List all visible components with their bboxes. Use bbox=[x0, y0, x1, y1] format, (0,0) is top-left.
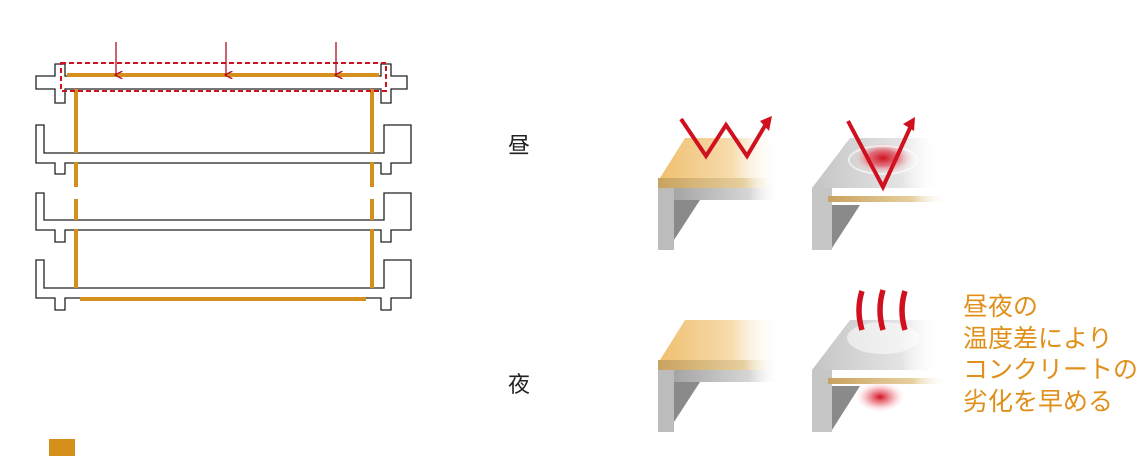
left-wall-insulation-4 bbox=[74, 229, 78, 288]
right-wall-insulation-4 bbox=[370, 229, 374, 288]
arrow-tip bbox=[760, 116, 772, 131]
arrow-tip bbox=[903, 117, 915, 131]
left-wall-insulation-3 bbox=[74, 199, 78, 220]
insulation-front-face bbox=[658, 360, 780, 370]
right-wall-insulation-3 bbox=[370, 199, 374, 220]
building-section bbox=[35, 63, 412, 311]
floor-slab-3 bbox=[35, 259, 412, 311]
note-line-2: 温度差により bbox=[963, 323, 1113, 353]
concrete-wall-face bbox=[658, 370, 674, 432]
roof-highlight-box bbox=[60, 62, 387, 92]
insulation-front-face bbox=[658, 178, 780, 188]
note-line-3: コンクリートの bbox=[963, 355, 1137, 384]
concrete-wall-face bbox=[658, 188, 674, 250]
heat-wave-icon bbox=[877, 289, 886, 331]
left-wall-insulation-1 bbox=[74, 89, 78, 153]
degradation-note: 昼夜の 温度差により コンクリートの 劣化を早める bbox=[963, 291, 1137, 417]
night-internal-insulation-corner bbox=[812, 289, 948, 432]
hot-spot-rim bbox=[848, 145, 918, 175]
floor-slab-1 bbox=[35, 124, 412, 175]
zigzag-reflection-arrow-icon bbox=[846, 120, 912, 192]
left-wall-insulation-2 bbox=[74, 162, 78, 187]
insulation-top-face bbox=[660, 320, 780, 360]
insulation-legend-swatch bbox=[49, 439, 75, 456]
note-line-4: 劣化を早める bbox=[963, 386, 1114, 416]
concrete-front-face bbox=[812, 188, 832, 250]
insulation-top-face bbox=[660, 138, 780, 178]
heat-wave-icon bbox=[856, 289, 908, 331]
inner-insulation-strip bbox=[828, 196, 948, 202]
day-internal-insulation-corner bbox=[812, 117, 948, 250]
day-external-insulation-corner bbox=[658, 116, 780, 250]
day-label: 昼 bbox=[508, 134, 531, 159]
inner-insulation-strip bbox=[828, 378, 948, 384]
heat-wave-icon bbox=[856, 290, 865, 331]
surface-glow bbox=[847, 322, 919, 354]
concrete-wall-inner bbox=[674, 382, 700, 422]
concrete-slab-face bbox=[658, 188, 780, 200]
bottom-insulation bbox=[80, 297, 366, 301]
heat-wave-icon bbox=[899, 290, 908, 331]
concrete-slab-face bbox=[658, 370, 780, 382]
concrete-wall-inner bbox=[832, 386, 860, 430]
roof-slab-outline bbox=[35, 63, 408, 104]
insulation-layer bbox=[67, 73, 379, 301]
roof-insulation bbox=[67, 73, 379, 77]
down-arrow-icon bbox=[116, 42, 336, 75]
zigzag-reflection-arrow-icon bbox=[679, 117, 768, 160]
night-label: 夜 bbox=[508, 373, 531, 398]
floor-slab-2 bbox=[35, 192, 412, 243]
concrete-front-face bbox=[812, 370, 832, 432]
concrete-wall-inner bbox=[832, 205, 860, 248]
night-external-insulation-corner bbox=[658, 320, 780, 432]
cold-hot-spot bbox=[854, 381, 906, 413]
concrete-wall-inner bbox=[674, 200, 700, 240]
note-line-1: 昼夜の bbox=[963, 292, 1039, 321]
right-wall-insulation-1 bbox=[370, 89, 374, 153]
right-wall-insulation-2 bbox=[370, 162, 374, 187]
